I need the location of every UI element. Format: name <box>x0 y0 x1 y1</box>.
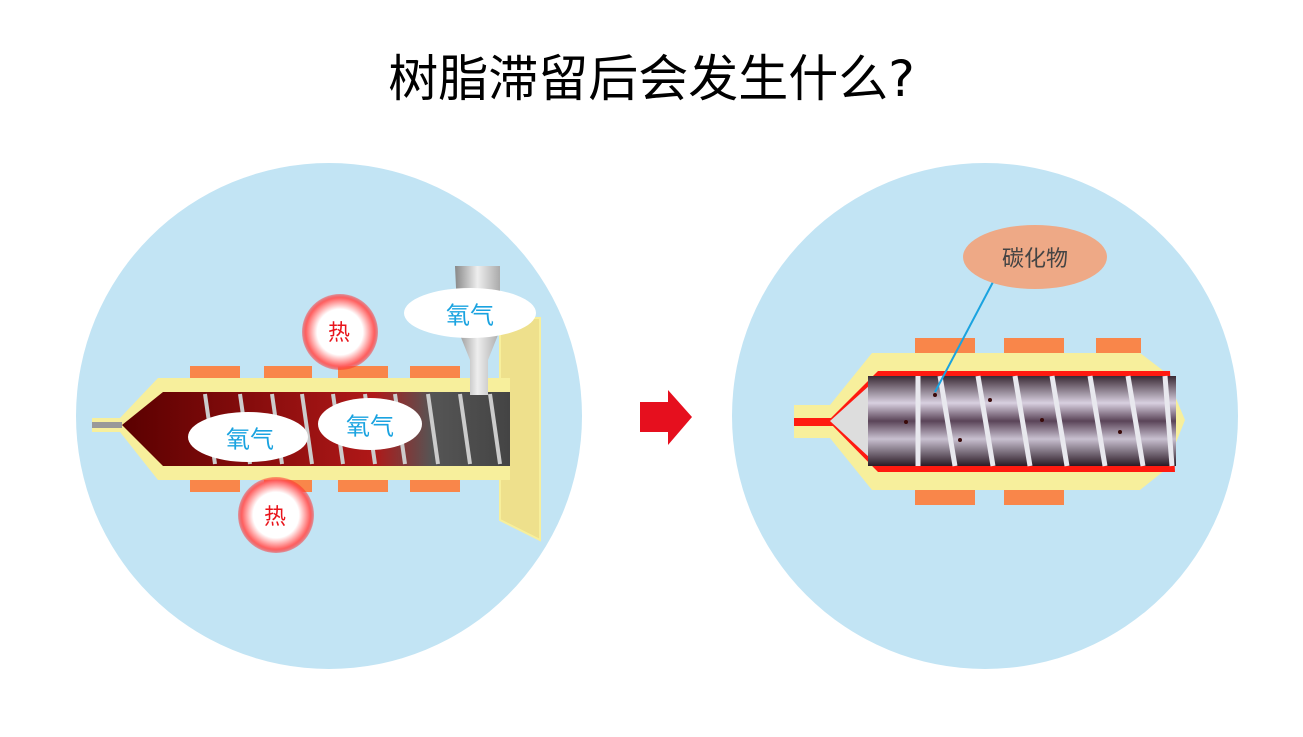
heat-bubble-top <box>302 294 378 370</box>
page-title: 树脂滞留后会发生什么? <box>388 50 915 108</box>
heat-label-bottom: 热 <box>263 505 287 530</box>
screw-flights-right <box>915 375 1175 467</box>
carbide-callout-label: 碳化物 <box>1001 247 1069 272</box>
screw <box>122 392 510 466</box>
left-scene <box>76 163 582 669</box>
oxygen-label-1: 氧气 <box>226 425 274 454</box>
oxygen-bubble-1 <box>188 412 308 462</box>
screw-tip <box>830 385 870 458</box>
heat-label-top: 热 <box>327 321 351 346</box>
oxygen-bubble-2 <box>318 398 422 450</box>
heater-bands <box>190 366 460 492</box>
oxygen-label-hopper: 氧气 <box>446 301 494 330</box>
arrow-right-icon <box>640 390 692 445</box>
carbide-specks <box>904 393 1122 442</box>
callout-bubble <box>963 225 1107 289</box>
oxygen-bubble-hopper <box>404 288 536 338</box>
oxygen-label-2: 氧气 <box>346 412 394 441</box>
nozzle <box>92 422 122 428</box>
callout-line <box>934 281 994 393</box>
right-scene <box>732 163 1238 669</box>
heater-bands-right <box>915 338 1141 505</box>
nozzle-resin <box>794 418 834 426</box>
heat-bubble-bottom <box>238 477 314 553</box>
